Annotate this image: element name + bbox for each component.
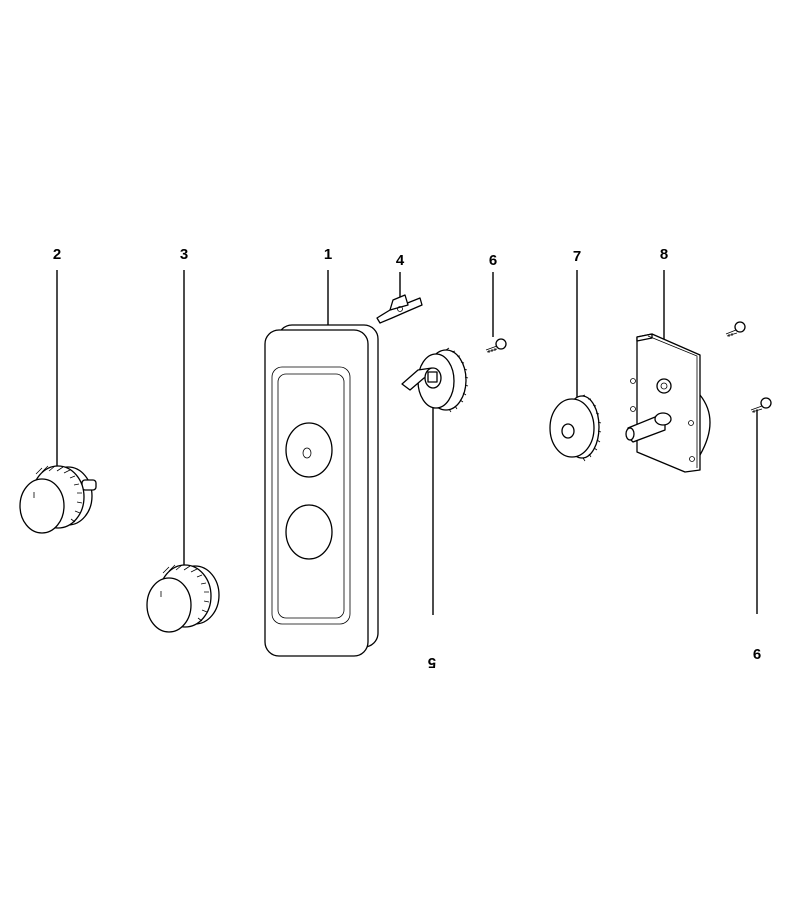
knob-hole-lower <box>285 504 333 560</box>
callout-6-bottom: 6 <box>753 646 761 663</box>
dial-wheel-part-5 <box>401 347 469 413</box>
callout-7: 7 <box>573 248 581 265</box>
callout-3: 3 <box>180 246 188 263</box>
screw-part-6-right-lower <box>750 397 772 413</box>
knob-hole-upper <box>285 422 333 478</box>
callout-8: 8 <box>660 246 668 263</box>
callout-6-top: 6 <box>489 252 497 269</box>
callout-5: 5 <box>428 654 436 671</box>
control-panel-part-1 <box>264 324 379 657</box>
gear-part-7 <box>549 394 602 462</box>
screw-part-6-right-upper <box>725 321 746 337</box>
callout-2: 2 <box>53 246 61 263</box>
callout-1: 1 <box>324 246 332 263</box>
clip-part-4 <box>376 294 423 324</box>
switch-mechanism-part-8 <box>625 333 711 473</box>
knob-part-3 <box>146 564 220 633</box>
knob-part-2 <box>19 465 97 534</box>
screw-part-6-top <box>485 338 507 353</box>
callout-4: 4 <box>396 252 405 269</box>
